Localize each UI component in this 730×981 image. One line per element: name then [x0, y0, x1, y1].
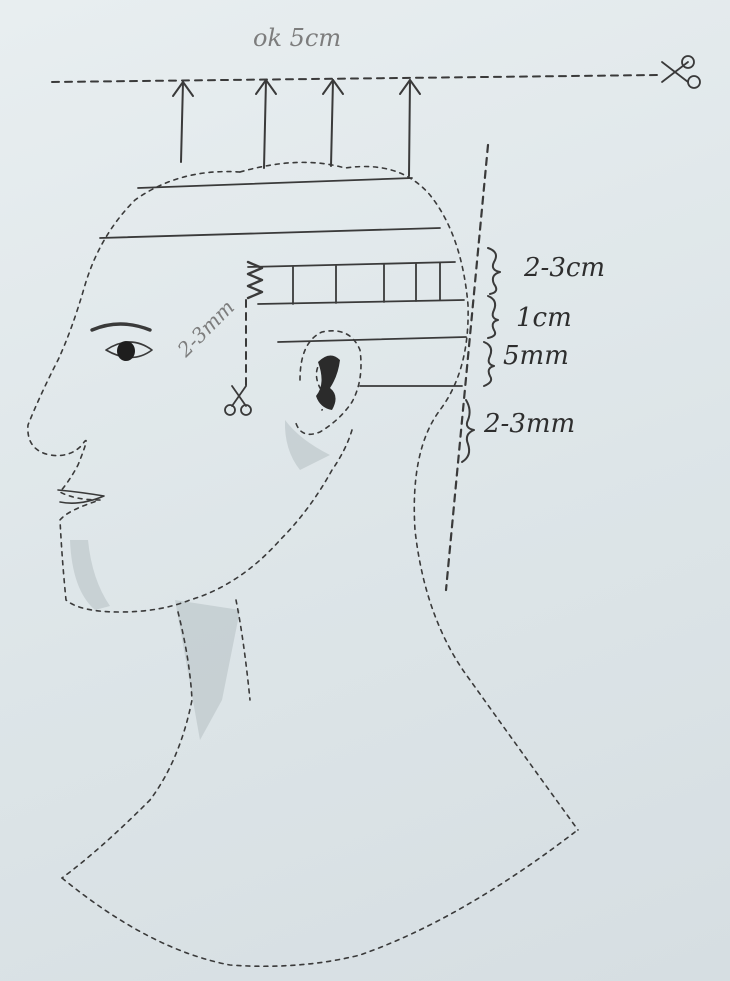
head-outline — [28, 162, 578, 966]
section-lines — [100, 178, 466, 386]
grid-ticks — [293, 263, 440, 304]
label-top-band: 2-3cm — [523, 253, 605, 283]
scissors-icon — [662, 56, 700, 88]
label-1cm: 1cm — [516, 303, 572, 333]
scissors-icon — [225, 386, 251, 415]
lift-arrows — [173, 80, 420, 176]
back-guide-line — [446, 145, 488, 590]
face-features — [58, 324, 152, 503]
top-guide-line — [52, 75, 658, 82]
pencil-shading — [70, 420, 330, 740]
label-5mm: 5mm — [503, 341, 569, 371]
label-side: 2-3mm — [172, 295, 239, 362]
label-top: ok 5cm — [253, 24, 341, 52]
ear-shading — [316, 355, 340, 410]
label-nape: 2-3mm — [483, 409, 575, 439]
